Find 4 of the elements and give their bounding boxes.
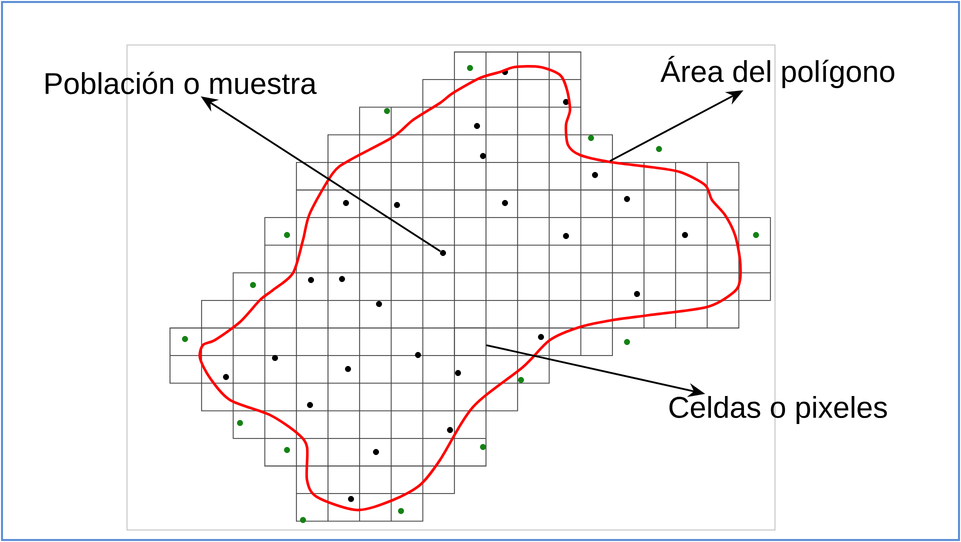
label-text: Celdas o pixeles — [669, 396, 887, 424]
grid-cell — [454, 327, 486, 356]
label-text: Área del polígono — [660, 56, 894, 88]
label-text: Población o muestra — [46, 72, 317, 94]
